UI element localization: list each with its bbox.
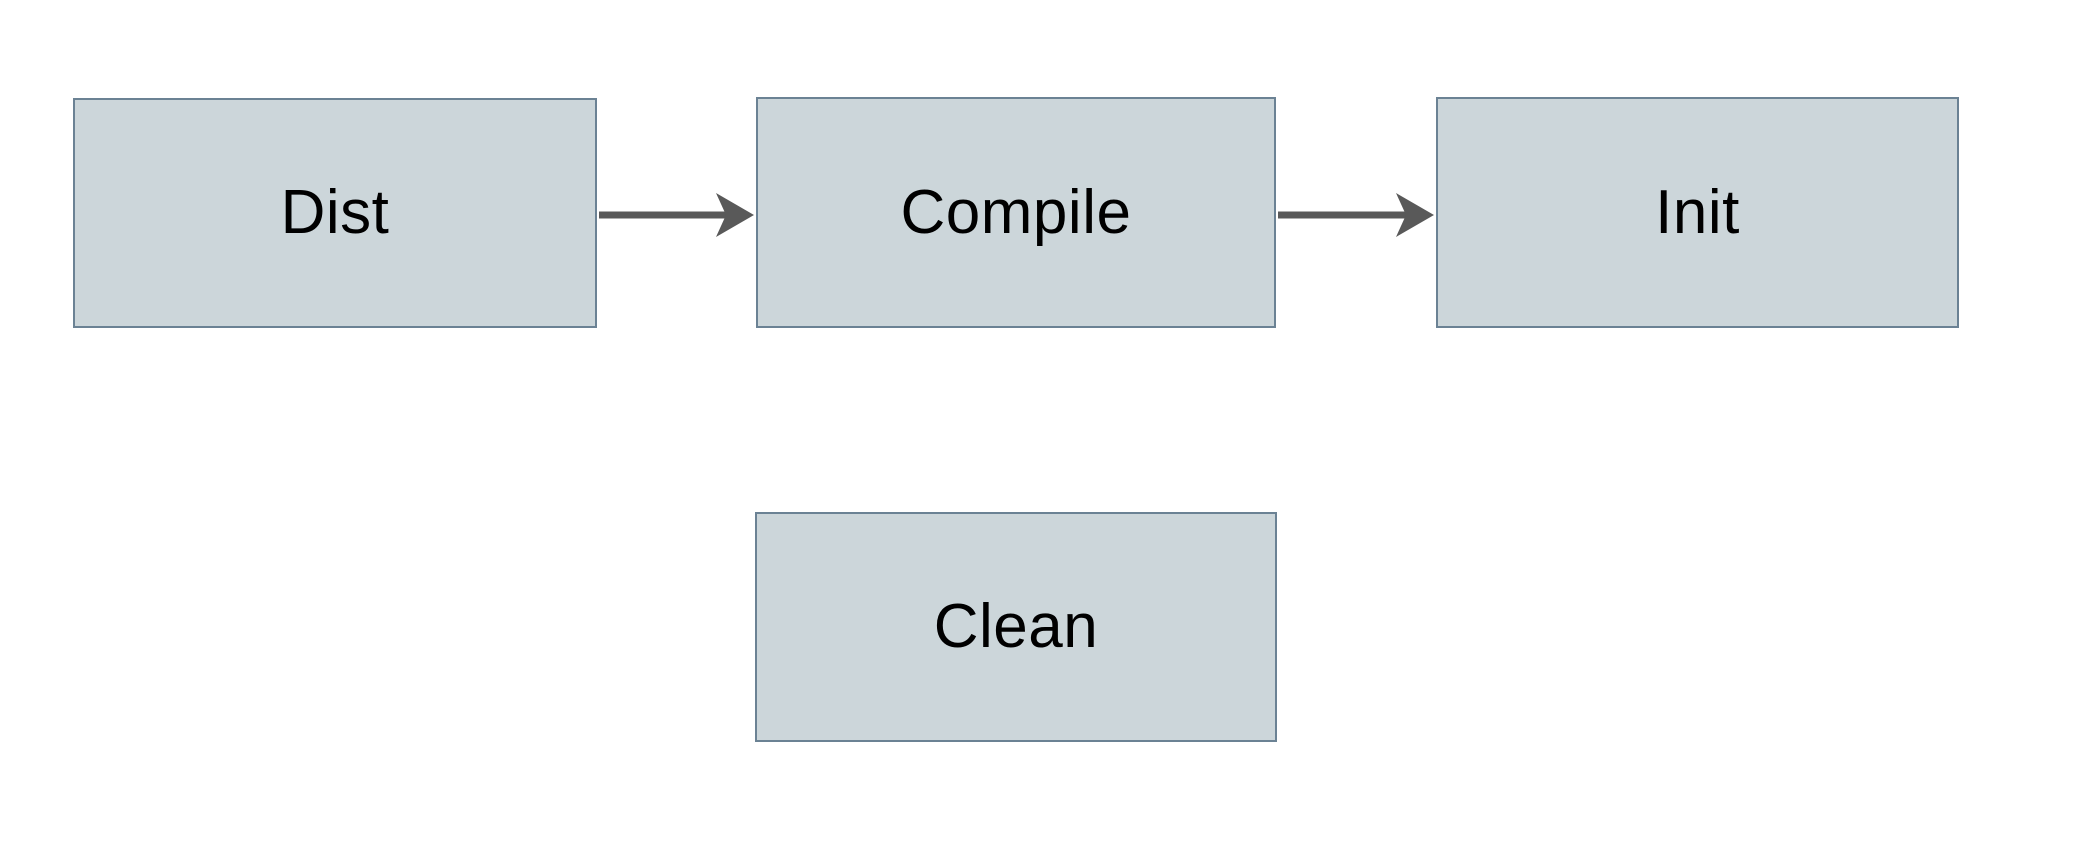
node-clean[interactable]: Clean: [755, 512, 1277, 742]
node-init[interactable]: Init: [1436, 97, 1959, 328]
node-clean-label: Clean: [933, 592, 1099, 661]
node-dist[interactable]: Dist: [73, 98, 597, 328]
edge-compile-to-init[interactable]: [1278, 193, 1434, 237]
node-compile[interactable]: Compile: [756, 97, 1276, 328]
node-dist-label: Dist: [280, 178, 390, 247]
node-init-label: Init: [1655, 177, 1740, 247]
edge-dist-to-compile[interactable]: [599, 193, 754, 237]
edge-arrowhead: [716, 193, 754, 237]
node-compile-label: Compile: [900, 177, 1132, 247]
edge-arrowhead: [1396, 193, 1434, 237]
